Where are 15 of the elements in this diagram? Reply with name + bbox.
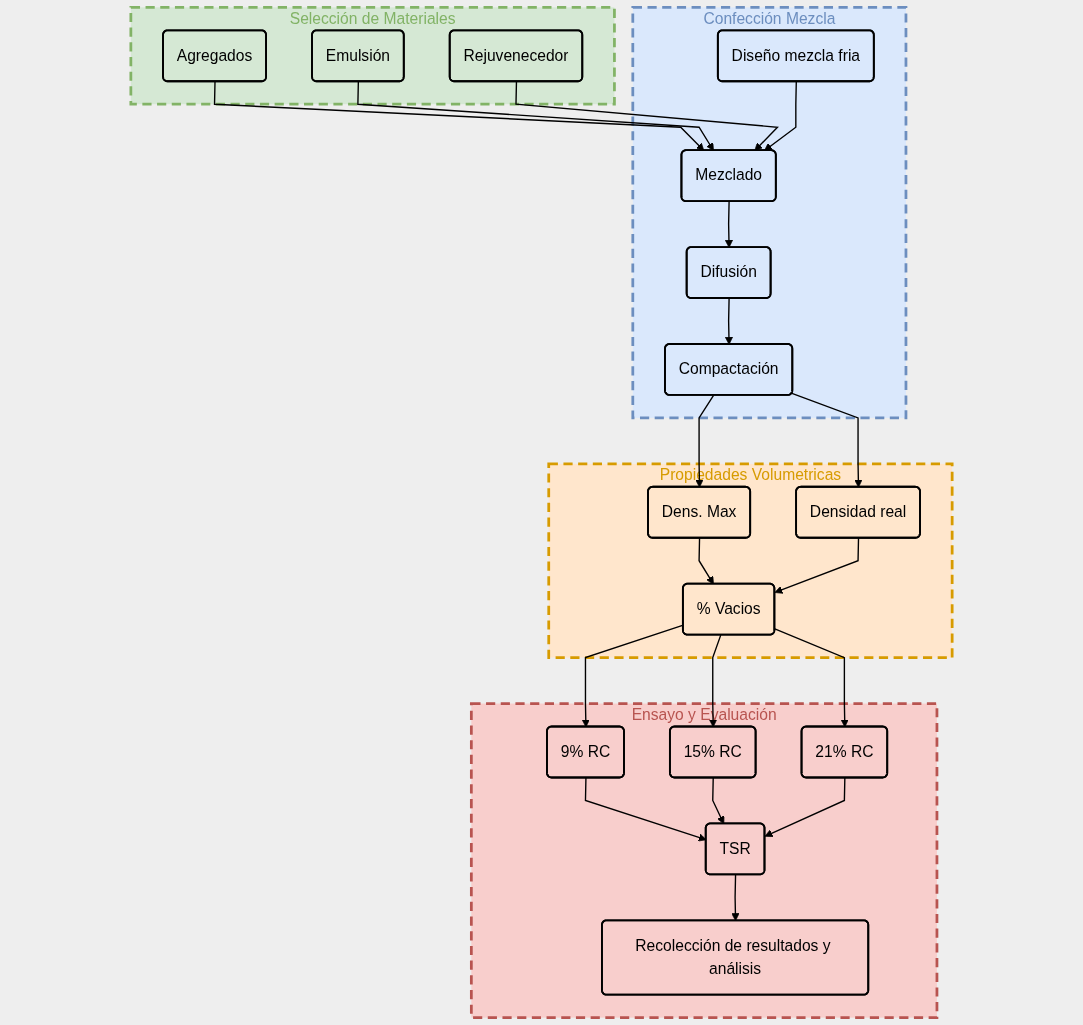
arrow <box>698 537 714 585</box>
arrow <box>709 634 722 728</box>
arrow <box>764 81 797 151</box>
arrow <box>774 537 860 594</box>
arrow <box>213 81 705 151</box>
arrow <box>357 81 714 151</box>
arrow <box>695 394 715 488</box>
arrow <box>731 874 740 922</box>
arrow <box>791 392 863 488</box>
arrow <box>774 628 849 728</box>
arrow <box>724 200 733 248</box>
arrow <box>712 777 725 825</box>
arrow <box>764 777 846 837</box>
arrow <box>724 297 733 345</box>
arrow <box>515 81 779 151</box>
